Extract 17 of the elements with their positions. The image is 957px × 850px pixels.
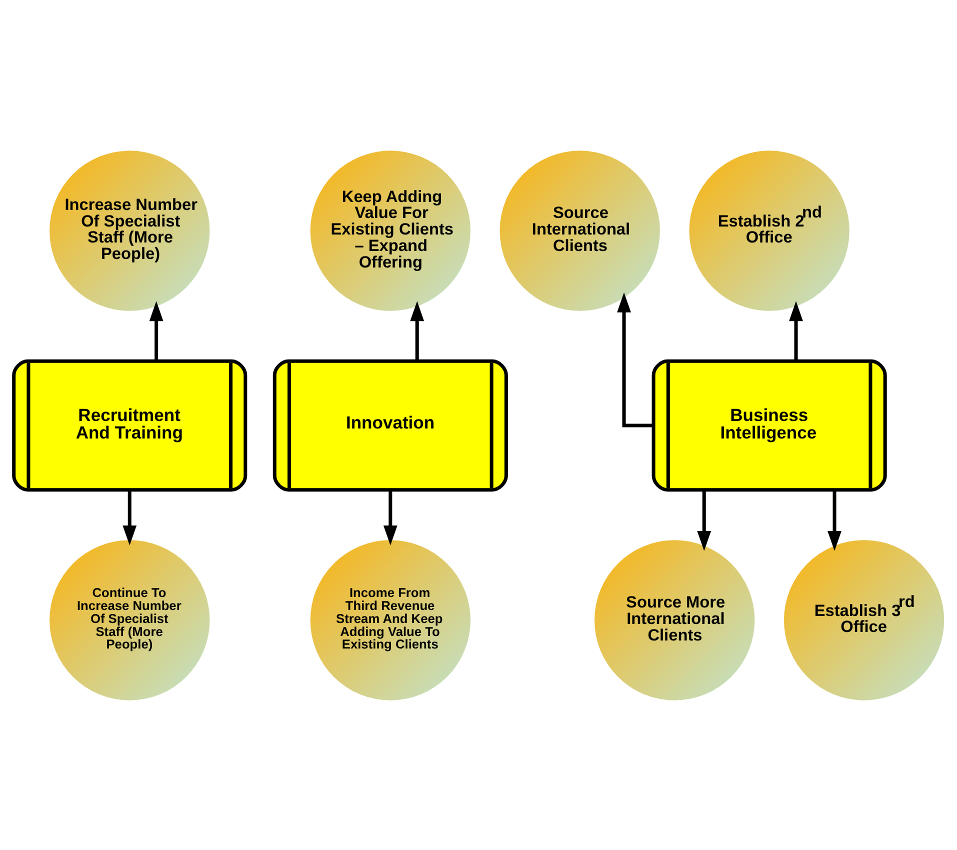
- arrow: [410, 300, 424, 360]
- arrow: [788, 300, 802, 360]
- arrow: [696, 490, 711, 550]
- node-circle: Income From Third Revenue Stream And Keep Adding Value To Existing Clients: [310, 540, 470, 700]
- node-circle: Continue To Increase Number Of Specialist Staff (More People): [49, 540, 210, 700]
- node-box: Innovation: [272, 358, 508, 492]
- node-circle: Source More International Clients: [594, 540, 754, 700]
- node-circle: Increase Number Of Specialist Staff (More People): [49, 150, 210, 310]
- node-circle: Source International Clients: [499, 150, 660, 310]
- arrow: [382, 490, 397, 545]
- arrow: [122, 490, 136, 545]
- node-circle: Keep Adding Value For Existing Clients – Expand Offering: [310, 150, 470, 310]
- arrow: [148, 300, 163, 360]
- arrow: [616, 292, 653, 427]
- node-box: Business Intelligence: [651, 358, 886, 492]
- arrow: [827, 490, 841, 550]
- node-box: Recruitment And Training: [12, 358, 247, 492]
